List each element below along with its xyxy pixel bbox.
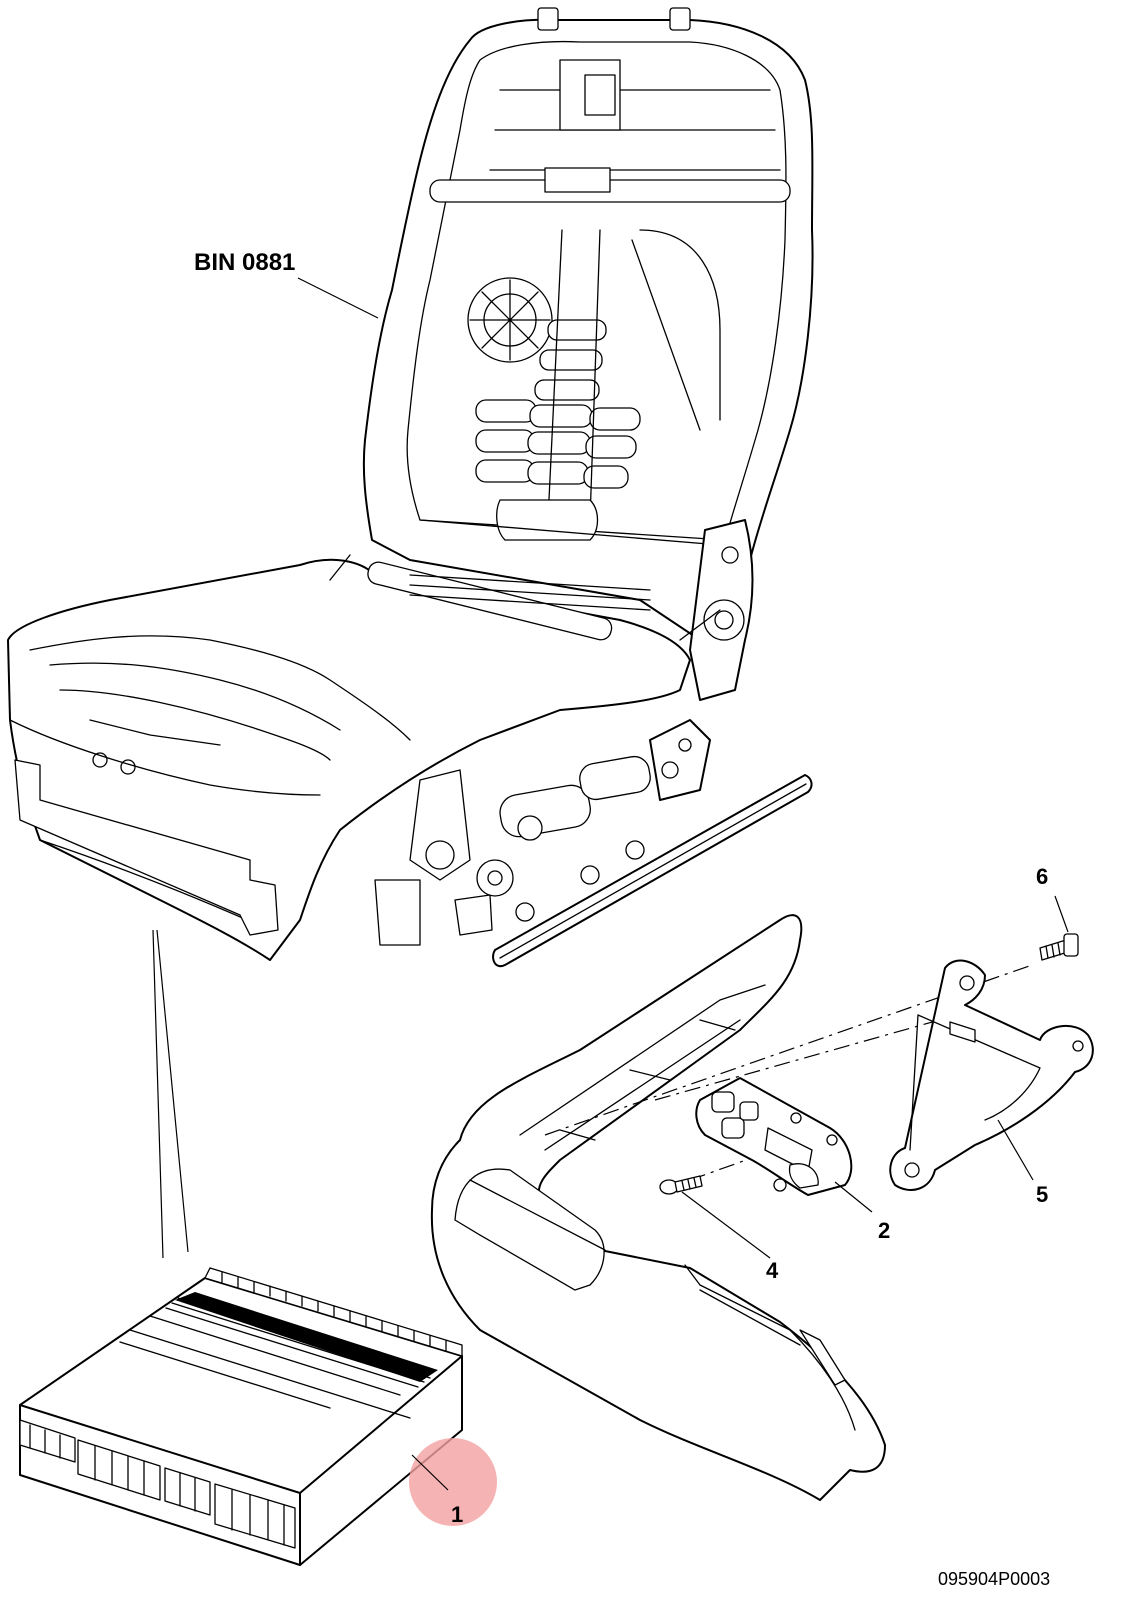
module-top-pins bbox=[204, 1267, 463, 1357]
lumbar-cylinders bbox=[475, 319, 641, 489]
part-1-highlight bbox=[409, 1438, 497, 1526]
part-1-label: 1 bbox=[451, 1502, 463, 1527]
seat-frame-assembly bbox=[7, 7, 814, 968]
seat-motors bbox=[409, 755, 651, 936]
bin-label: BIN 0881 bbox=[194, 249, 295, 276]
module-vents bbox=[149, 1292, 438, 1396]
module-front-connectors bbox=[19, 1419, 296, 1549]
part-4-label: 4 bbox=[766, 1258, 779, 1283]
trim-panel-body bbox=[430, 914, 886, 1501]
part-1-control-module bbox=[19, 1267, 463, 1566]
seat-slide-rail bbox=[492, 774, 813, 968]
drawing-number: 095904P0003 bbox=[938, 1569, 1050, 1589]
part-5-bracket bbox=[889, 959, 1094, 1191]
part-2-label: 2 bbox=[878, 1218, 890, 1243]
side-trim-panel bbox=[430, 914, 886, 1501]
part-6-label: 6 bbox=[1036, 864, 1048, 889]
part-4-screw bbox=[659, 1175, 703, 1195]
part-5-label: 5 bbox=[1036, 1182, 1048, 1207]
part-6-bolt bbox=[1039, 933, 1079, 961]
part-2-seat-switch bbox=[695, 1077, 853, 1196]
